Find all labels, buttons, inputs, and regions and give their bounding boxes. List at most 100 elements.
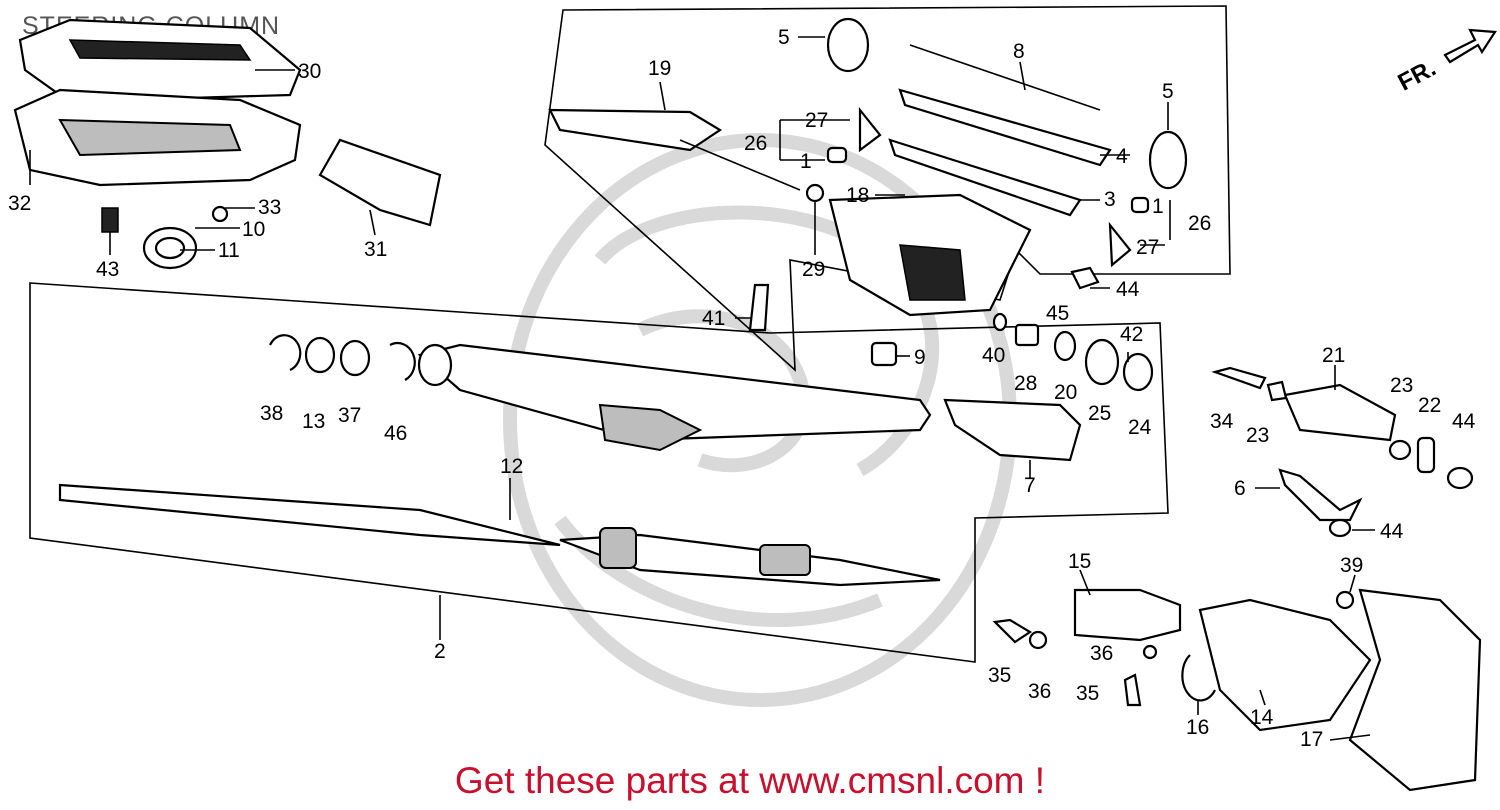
callout-37: 37: [338, 404, 361, 427]
callout-28: 28: [1014, 372, 1037, 395]
callouts: 30 32 33 10 11 43 31 5 19 8 27 26 1 4 5 …: [8, 26, 1476, 751]
callout-26b: 26: [1188, 212, 1211, 235]
callout-11: 11: [218, 239, 240, 262]
callout-43: 43: [96, 258, 119, 281]
bearing-25: [1084, 338, 1120, 386]
callout-30: 30: [298, 60, 321, 83]
joint-15: [1073, 588, 1182, 642]
cap-1: [826, 146, 848, 164]
cap-1b: [1130, 196, 1150, 214]
callout-35a: 35: [988, 664, 1011, 687]
callout-19: 19: [648, 57, 671, 80]
spring-8: [909, 44, 1101, 111]
cover-7: [943, 398, 1082, 462]
leader-lines: [29, 36, 1375, 741]
grommet-39: [1335, 590, 1355, 610]
callout-10: 10: [242, 218, 265, 241]
callout-32: 32: [8, 192, 31, 215]
ring-5b: [1148, 130, 1188, 190]
ring-5: [826, 17, 870, 73]
block-9: [870, 341, 898, 367]
callout-3: 3: [1104, 188, 1116, 211]
washer-36b: [1142, 644, 1158, 660]
callout-24: 24: [1128, 416, 1152, 439]
washer-36a: [1028, 630, 1048, 650]
bolt-35b: [1123, 673, 1142, 707]
lever-19: [548, 108, 723, 152]
callout-21: 21: [1322, 344, 1345, 367]
callout-26a: 26: [744, 132, 767, 155]
callout-36a: 36: [1028, 680, 1051, 703]
callout-16: 16: [1186, 716, 1209, 739]
washer-40: [992, 312, 1008, 332]
column-group-frame: [29, 282, 1169, 663]
bushing-24: [1122, 352, 1154, 392]
callout-25: 25: [1088, 402, 1111, 425]
callout-2: 2: [434, 640, 446, 663]
fr-arrow-icon: [1443, 28, 1497, 64]
plate-3: [888, 138, 1082, 217]
callout-5a: 5: [778, 26, 790, 49]
callout-42: 42: [1120, 323, 1143, 346]
callout-23a: 23: [1246, 424, 1269, 447]
bolt: [101, 207, 119, 233]
callout-23b: 23: [1390, 374, 1413, 397]
callout-5b: 5: [1162, 80, 1174, 103]
callout-29: 29: [802, 258, 825, 281]
callout-40: 40: [982, 344, 1005, 367]
bracket-21: [1283, 383, 1397, 442]
callout-4: 4: [1116, 145, 1128, 168]
callout-6: 6: [1234, 477, 1246, 500]
spacer-22: [1416, 436, 1436, 474]
bolt-41: [748, 283, 770, 332]
washer: [211, 205, 229, 223]
parts-link-banner[interactable]: Get these parts at www.cmsnl.com !: [454, 760, 1046, 801]
callout-45: 45: [1046, 302, 1069, 325]
callout-31: 31: [364, 238, 387, 261]
boot-14: [1198, 598, 1372, 732]
callout-38: 38: [260, 402, 283, 425]
column-tube: [417, 343, 932, 442]
callout-7: 7: [1024, 474, 1036, 497]
nut-23: [1266, 380, 1288, 402]
nut-23b: [1388, 439, 1412, 461]
callout-15: 15: [1068, 550, 1091, 573]
callout-9: 9: [914, 346, 926, 369]
callout-18: 18: [846, 184, 869, 207]
callout-34: 34: [1210, 410, 1234, 433]
bracket-4: [898, 88, 1112, 167]
callout-8: 8: [1013, 40, 1025, 63]
shaft-12: [58, 483, 561, 547]
callout-12: 12: [500, 455, 523, 478]
callout-20: 20: [1054, 381, 1077, 404]
callout-13: 13: [302, 410, 325, 433]
wire-harness-clip: [318, 138, 442, 227]
ring-20: [1053, 330, 1077, 362]
callout-14: 14: [1250, 706, 1274, 729]
callout-27a: 27: [805, 109, 828, 132]
callout-41: 41: [702, 307, 725, 330]
nut-44: [1070, 266, 1100, 290]
callout-36b: 36: [1090, 642, 1113, 665]
callout-1b: 1: [1152, 195, 1164, 218]
callout-35b: 35: [1076, 682, 1099, 705]
callout-1a: 1: [800, 150, 812, 173]
clamp-16: [1181, 654, 1216, 702]
nut-44c: [1328, 518, 1352, 538]
callout-44a: 44: [1116, 278, 1140, 301]
callout-27b: 27: [1136, 236, 1159, 259]
ring-37: [339, 339, 371, 377]
bolt-35a: [992, 618, 1033, 644]
spring-27: [858, 106, 882, 153]
callout-44c: 44: [1380, 520, 1404, 543]
callout-44b: 44: [1452, 410, 1476, 433]
bracket-6: [1278, 468, 1363, 522]
callout-46: 46: [384, 422, 407, 445]
nut-44b: [1446, 466, 1474, 490]
plate-17: [1348, 588, 1482, 792]
callout-39: 39: [1340, 554, 1363, 577]
washer-29: [805, 183, 825, 203]
ring-13: [304, 336, 336, 374]
callout-33: 33: [258, 196, 281, 219]
